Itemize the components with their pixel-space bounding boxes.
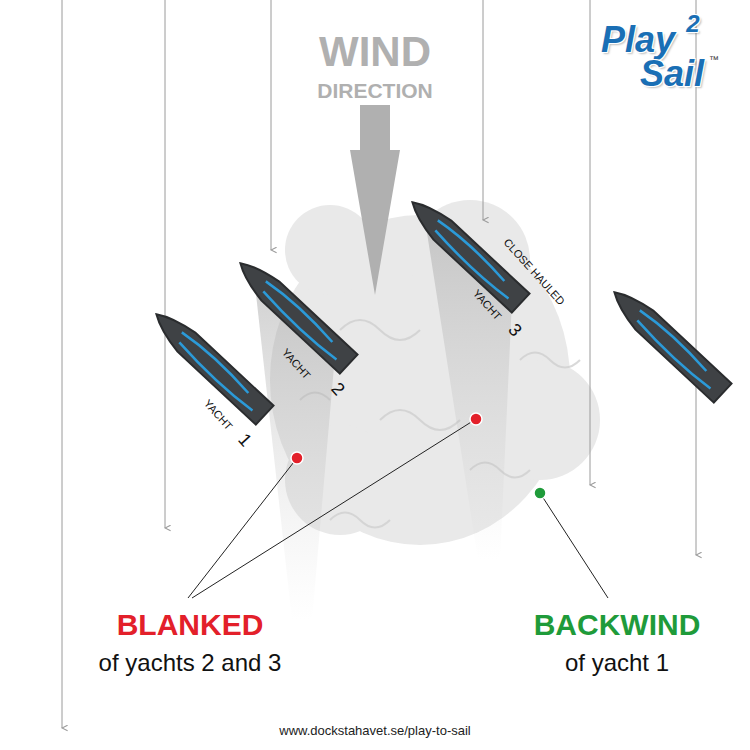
- wind-arrow: [350, 105, 400, 295]
- effect-note: of yachts 2 and 3: [99, 651, 282, 675]
- logo-text: Play: [601, 22, 675, 58]
- effect-heading: BLANKED: [117, 610, 264, 640]
- logo-text: 2: [686, 12, 699, 36]
- yacht-name: YACHT: [202, 398, 235, 432]
- effect-note: of yacht 1: [565, 651, 669, 675]
- yacht-number: 1: [235, 430, 255, 449]
- trademark: ™: [709, 55, 719, 65]
- effect-heading: BACKWIND: [534, 610, 701, 640]
- website-url: www.dockstahavet.se/play-to-sail: [279, 724, 470, 737]
- wind-title: WIND: [319, 31, 431, 73]
- logo-text: Sail: [640, 56, 704, 92]
- wind-subtitle: DIRECTION: [317, 80, 433, 101]
